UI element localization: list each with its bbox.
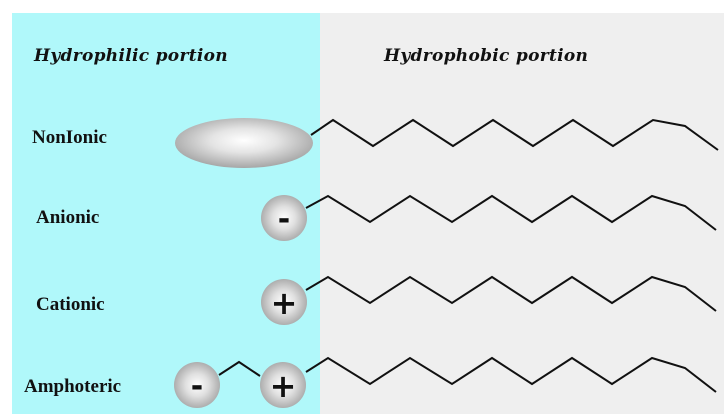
amphoteric-linker (218, 360, 261, 377)
amphoteric-cation-head (260, 362, 306, 408)
anionic-head (261, 195, 307, 241)
label-cationic: Cationic (36, 294, 105, 315)
cationic-charge: + (271, 284, 298, 322)
amphoteric-negative-charge: - (191, 369, 203, 404)
cationic-molecule: + (261, 275, 717, 325)
anionic-molecule: - (261, 194, 717, 241)
amphoteric-tail (305, 356, 717, 393)
amphoteric-molecule: - + (174, 356, 717, 408)
nonionic-tail (310, 118, 719, 151)
nonionic-molecule (175, 118, 719, 168)
anionic-charge: - (278, 202, 290, 237)
hydrophilic-title: Hydrophilic portion (34, 46, 228, 66)
nonionic-head (175, 118, 313, 168)
cationic-tail (305, 275, 717, 312)
label-nonionic: NonIonic (32, 127, 107, 148)
label-amphoteric: Amphoteric (24, 376, 122, 397)
cationic-head (261, 279, 307, 325)
hydrophobic-title: Hydrophobic portion (384, 46, 589, 66)
label-anionic: Anionic (36, 207, 100, 228)
amphoteric-anion-head (174, 362, 220, 408)
hydrophobic-region (320, 13, 724, 414)
amphoteric-positive-charge: + (270, 367, 297, 405)
anionic-tail (305, 194, 717, 231)
